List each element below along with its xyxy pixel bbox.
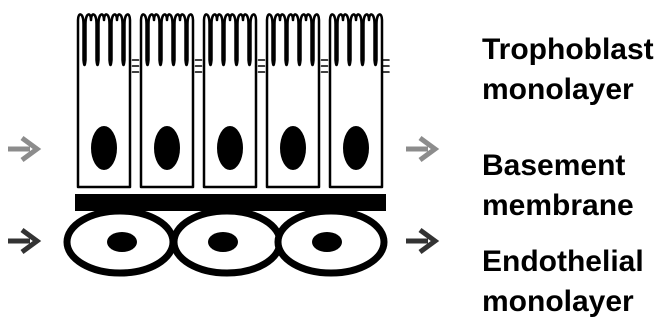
endothelial-nucleus [312,232,342,252]
trophoblast-nucleus [280,126,306,170]
trophoblast-monolayer [76,13,390,189]
arrow-right-icon [406,227,440,255]
endothelial-monolayer [63,207,388,277]
trophoblast-label: Trophoblast monolayer [482,30,654,110]
flow-arrows [8,135,440,255]
basement-membrane-label: Basement membrane [482,146,634,226]
arrow-head [418,135,440,163]
arrow-head [418,227,440,255]
arrow-right-icon [406,135,440,163]
trophoblast-label-line-2: monolayer [482,73,634,106]
trophoblast-nucleus [217,126,243,170]
endothelial-label: Endothelial monolayer [482,242,644,322]
trophoblast-label-line-1: Trophoblast [482,33,654,66]
endothelial-label-line-1: Endothelial [482,245,644,278]
trophoblast-nucleus [91,126,117,170]
endothelial-nucleus [107,232,137,252]
trophoblast-cell [202,13,258,189]
endothelial-label-line-2: monolayer [482,285,634,318]
arrow-right-icon [8,135,42,163]
trophoblast-cell [139,13,195,189]
arrow-right-icon [8,227,42,255]
arrow-head [20,135,42,163]
trophoblast-nucleus [343,126,369,170]
arrow-head [20,227,42,255]
basement-membrane-bar [75,194,386,211]
trophoblast-cell [265,13,321,189]
basement-label-line-1: Basement [482,149,626,182]
basement-label-line-2: membrane [482,189,634,222]
endothelial-nucleus [208,232,238,252]
trophoblast-cell [76,13,132,189]
trophoblast-nucleus [154,126,180,170]
trophoblast-cell [328,13,384,189]
